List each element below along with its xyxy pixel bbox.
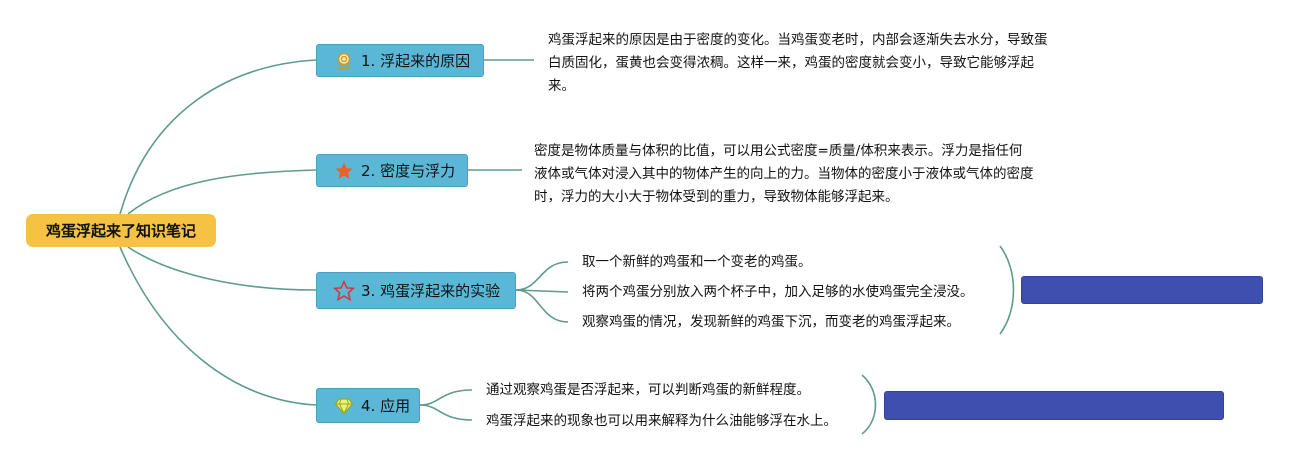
branch-topic-4-label: 4. 应用 bbox=[361, 397, 411, 415]
branch-topic-3-label: 3. 鸡蛋浮起来的实验 bbox=[361, 282, 501, 300]
edge-branch-3-leaf-2 bbox=[515, 289, 569, 293]
edge-branch-4-leaf-1 bbox=[419, 389, 473, 406]
award-ribbon-icon bbox=[333, 50, 355, 72]
edge-root-branch-1 bbox=[119, 59, 317, 215]
application-item-1[interactable]: 通过观察鸡蛋是否浮起来，可以判断鸡蛋的新鲜程度。 bbox=[486, 382, 810, 398]
application-summary[interactable] bbox=[884, 391, 1224, 420]
summary-brace-4 bbox=[861, 374, 877, 435]
branch-2-description: 密度是物体质量与体积的比值，可以用公式密度=质量/体积来表示。浮力是指任何液体或… bbox=[534, 143, 1034, 205]
edge-root-branch-3 bbox=[127, 246, 317, 291]
experiment-step-3[interactable]: 观察鸡蛋的情况，发现新鲜的鸡蛋下沉，而变老的鸡蛋浮起来。 bbox=[582, 314, 960, 330]
experiment-summary[interactable] bbox=[1021, 276, 1263, 304]
experiment-step-2[interactable]: 将两个鸡蛋分别放入两个杯子中，加入足够的水使鸡蛋完全浸没。 bbox=[582, 284, 974, 300]
branch-topic-4[interactable]: 4. 应用 bbox=[316, 388, 420, 423]
edge-branch-3-leaf-3 bbox=[515, 289, 569, 323]
edge-root-branch-2 bbox=[127, 169, 317, 215]
branch-topic-1[interactable]: 1. 浮起来的原因 bbox=[316, 44, 484, 77]
diamond-icon bbox=[333, 395, 355, 417]
star-outline-icon bbox=[333, 279, 355, 302]
application-item-2[interactable]: 鸡蛋浮起来的现象也可以用来解释为什么油能够浮在水上。 bbox=[486, 413, 837, 429]
root-topic-label: 鸡蛋浮起来了知识笔记 bbox=[45, 222, 196, 240]
edge-branch-4-leaf-2 bbox=[419, 404, 473, 421]
edge-root-branch-4 bbox=[119, 246, 317, 406]
star-filled-icon bbox=[333, 160, 355, 182]
edge-branch-3-leaf-1 bbox=[515, 261, 569, 291]
branch-topic-2-label: 2. 密度与浮力 bbox=[361, 162, 456, 180]
branch-topic-2[interactable]: 2. 密度与浮力 bbox=[316, 154, 468, 187]
experiment-step-1[interactable]: 取一个新鲜的鸡蛋和一个变老的鸡蛋。 bbox=[582, 254, 812, 270]
branch-1-description: 鸡蛋浮起来的原因是由于密度的变化。当鸡蛋变老时，内部会逐渐失去水分，导致蛋白质固… bbox=[548, 32, 1048, 94]
root-topic[interactable]: 鸡蛋浮起来了知识笔记 bbox=[26, 214, 216, 247]
branch-topic-1-label: 1. 浮起来的原因 bbox=[361, 52, 471, 70]
summary-brace-3 bbox=[999, 245, 1015, 335]
branch-topic-3[interactable]: 3. 鸡蛋浮起来的实验 bbox=[316, 272, 516, 309]
